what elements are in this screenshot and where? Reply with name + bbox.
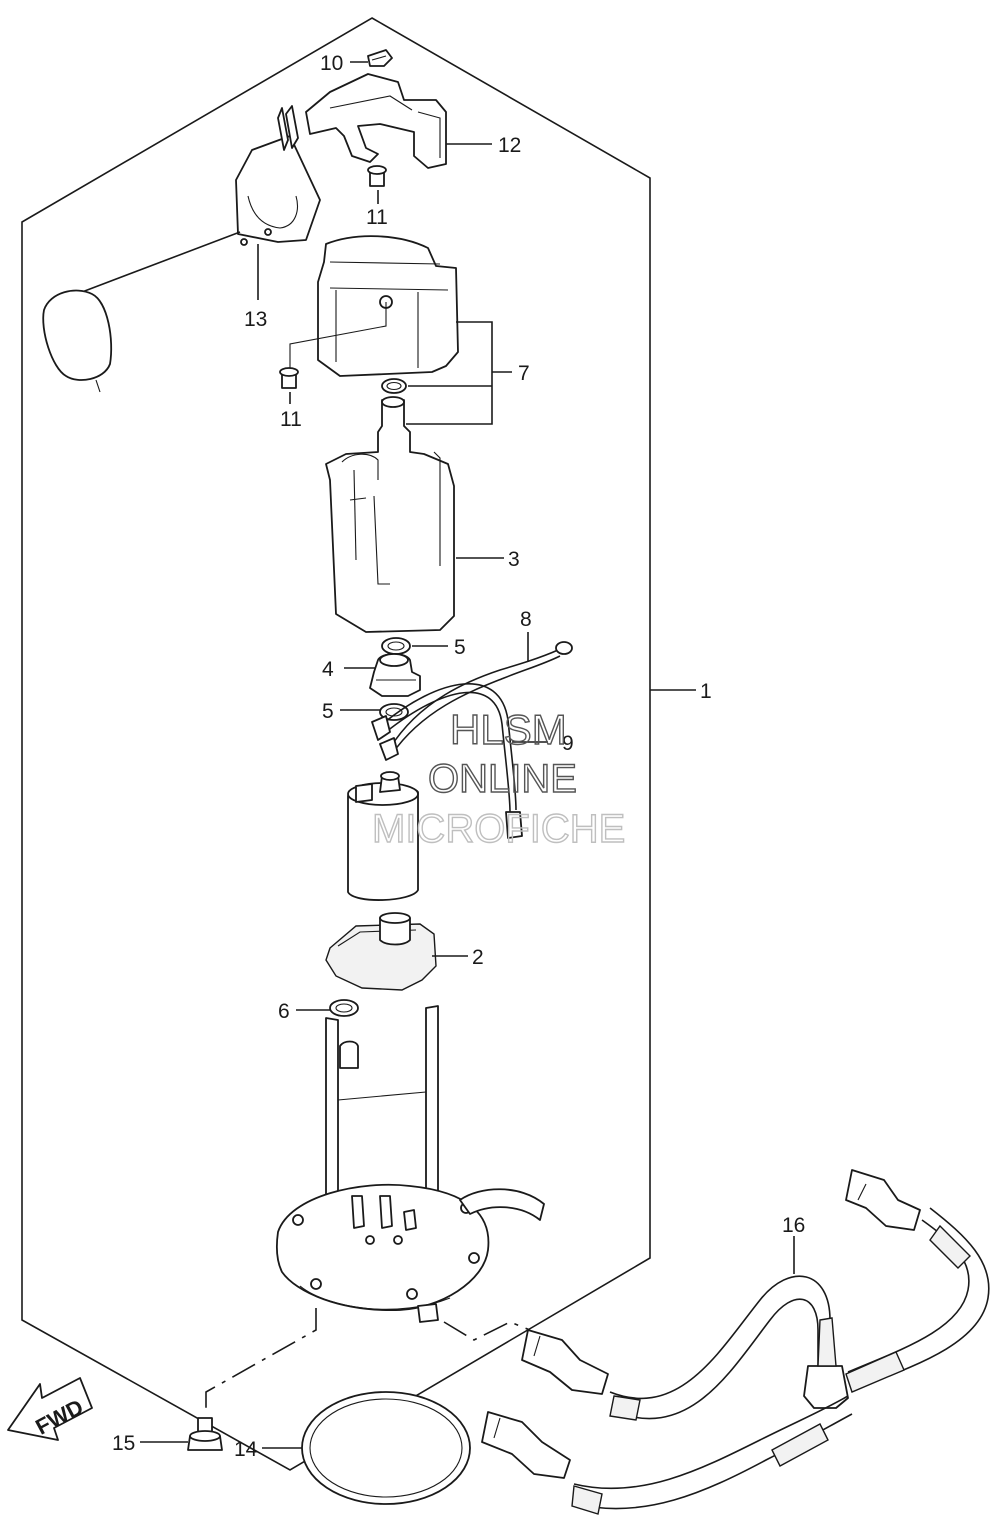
callout-10: 10	[320, 52, 343, 75]
leader-lines	[140, 61, 795, 1449]
callout-11-upper: 11	[366, 206, 388, 229]
callout-11-lower: 11	[280, 408, 302, 431]
part-14-gasket-ring	[301, 1391, 471, 1505]
callout-5-lower: 5	[322, 700, 334, 723]
part-12-bracket	[305, 73, 447, 169]
part-5-o-ring-upper	[381, 637, 411, 655]
watermark-line-1: HLSM	[450, 706, 567, 753]
part-16-fuel-hose	[481, 1169, 990, 1515]
part-7-housing	[289, 235, 459, 377]
callout-1: 1	[700, 680, 712, 703]
part-15-bolt	[187, 1417, 223, 1451]
fuel-pump-motor	[347, 771, 419, 901]
callout-14: 14	[234, 1438, 258, 1461]
hose-dashed-guide	[443, 1321, 531, 1341]
part-13-level-sender	[42, 105, 321, 393]
pump-flange-plate	[275, 1183, 545, 1323]
callout-5-upper: 5	[454, 636, 466, 659]
part-10-clip	[367, 49, 393, 67]
watermark-line-3: MICROFICHE	[372, 807, 625, 851]
watermark: HLSM ONLINE MICROFICHE	[371, 705, 626, 851]
fwd-arrow-icon: FWD	[7, 1377, 93, 1441]
callout-16: 16	[782, 1214, 805, 1237]
part-5-o-ring-lower	[379, 703, 409, 721]
callout-7: 7	[518, 362, 530, 385]
part-11-screw-lower	[279, 367, 299, 389]
part-8-wire-lead	[389, 641, 573, 755]
part-9-wire-harness	[371, 683, 523, 839]
part-11-screw-upper	[367, 165, 387, 187]
callout-2: 2	[472, 946, 484, 969]
callout-15: 15	[112, 1432, 135, 1455]
callout-6: 6	[278, 1000, 290, 1023]
callout-12: 12	[498, 134, 521, 157]
part-4-regulator	[369, 653, 421, 697]
callout-9: 9	[562, 732, 574, 755]
assembly-dashed-guide	[205, 1308, 317, 1414]
watermark-line-2: ONLINE	[428, 757, 577, 801]
part-6-o-ring	[329, 999, 359, 1017]
assembly-boundary-1	[21, 17, 651, 1471]
callout-3: 3	[508, 548, 520, 571]
part-3-reservoir	[325, 396, 455, 633]
callout-13: 13	[244, 308, 267, 331]
pump-bracket	[325, 1005, 439, 1233]
callout-4: 4	[322, 658, 334, 681]
callout-8: 8	[520, 608, 532, 631]
part-7-o-ring	[381, 378, 407, 394]
part-2-strainer	[325, 912, 437, 991]
